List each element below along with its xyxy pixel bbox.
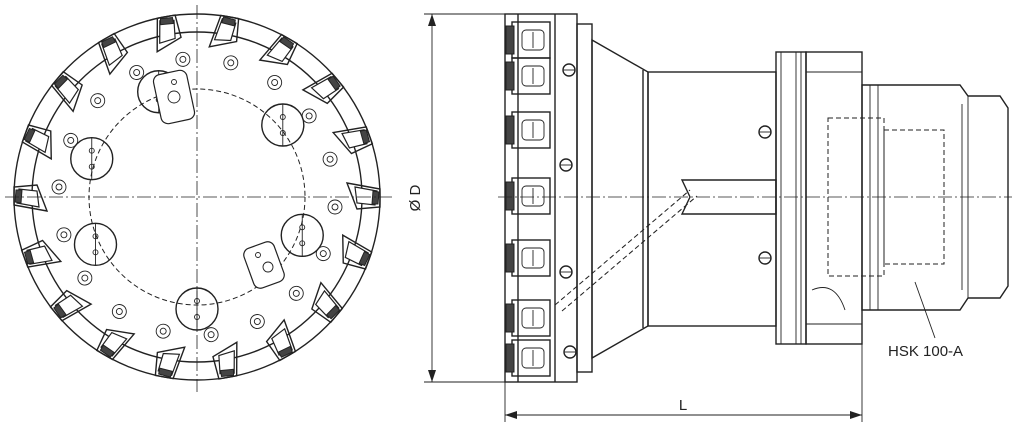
clamp-hole — [73, 222, 118, 267]
insert-pocket — [288, 281, 344, 324]
length-label: L — [679, 397, 687, 414]
insert-pocket — [49, 270, 93, 322]
coolant-channel — [554, 189, 691, 306]
tapered-body — [591, 38, 649, 360]
insert-pocket — [249, 314, 297, 362]
diameter-label: Ø D — [407, 185, 424, 212]
front-view-cutter — [5, 5, 392, 392]
coolant-bore — [680, 179, 777, 215]
side-pocket — [505, 299, 551, 337]
screw-head — [562, 63, 576, 77]
insert-pocket — [203, 327, 238, 380]
insert-pocket — [327, 182, 381, 215]
side-screws — [559, 63, 772, 359]
side-pocket — [505, 339, 551, 377]
insert-pocket — [322, 126, 374, 167]
collar — [775, 51, 807, 345]
screw-head — [559, 265, 573, 279]
clamp-hole — [280, 213, 324, 258]
side-insert-pockets — [505, 21, 551, 377]
insert-pocket — [154, 323, 186, 380]
wedge-clamp — [243, 241, 285, 289]
insert-pocket — [20, 227, 72, 268]
insert-pocket — [208, 14, 240, 71]
insert-pocket — [258, 33, 299, 90]
side-pocket — [505, 177, 551, 215]
side-pocket — [505, 239, 551, 277]
screw-head — [563, 345, 577, 359]
clamp-hole — [70, 136, 114, 181]
screw-head — [758, 125, 772, 139]
diameter-dimension: Ø D — [407, 13, 505, 383]
length-dimension: L — [504, 344, 863, 422]
insert-pocket — [301, 72, 345, 124]
insert-pocket — [156, 14, 191, 67]
shank-body — [647, 71, 777, 327]
interface-label: HSK 100-A — [888, 343, 963, 360]
hsk-flange — [805, 51, 863, 345]
wedge-clamp — [152, 69, 196, 125]
insert-pocket — [95, 304, 136, 361]
insert-pockets — [13, 14, 381, 380]
clamp-hole — [261, 103, 305, 147]
insert-pocket — [50, 70, 106, 113]
insert-pocket — [97, 32, 145, 80]
side-view-cutter — [498, 13, 1012, 383]
side-pocket — [505, 57, 551, 95]
screw-head — [559, 158, 573, 172]
hsk-taper — [861, 84, 1009, 311]
insert-pocket — [21, 124, 79, 161]
screw-head — [758, 251, 772, 265]
side-pocket — [505, 21, 551, 59]
flange-ring — [576, 23, 593, 373]
side-pocket — [505, 111, 551, 149]
cutter-head-body — [504, 13, 578, 383]
insert-pocket — [315, 233, 373, 270]
insert-pocket — [13, 179, 67, 212]
hsk-callout: HSK 100-A — [888, 281, 963, 360]
